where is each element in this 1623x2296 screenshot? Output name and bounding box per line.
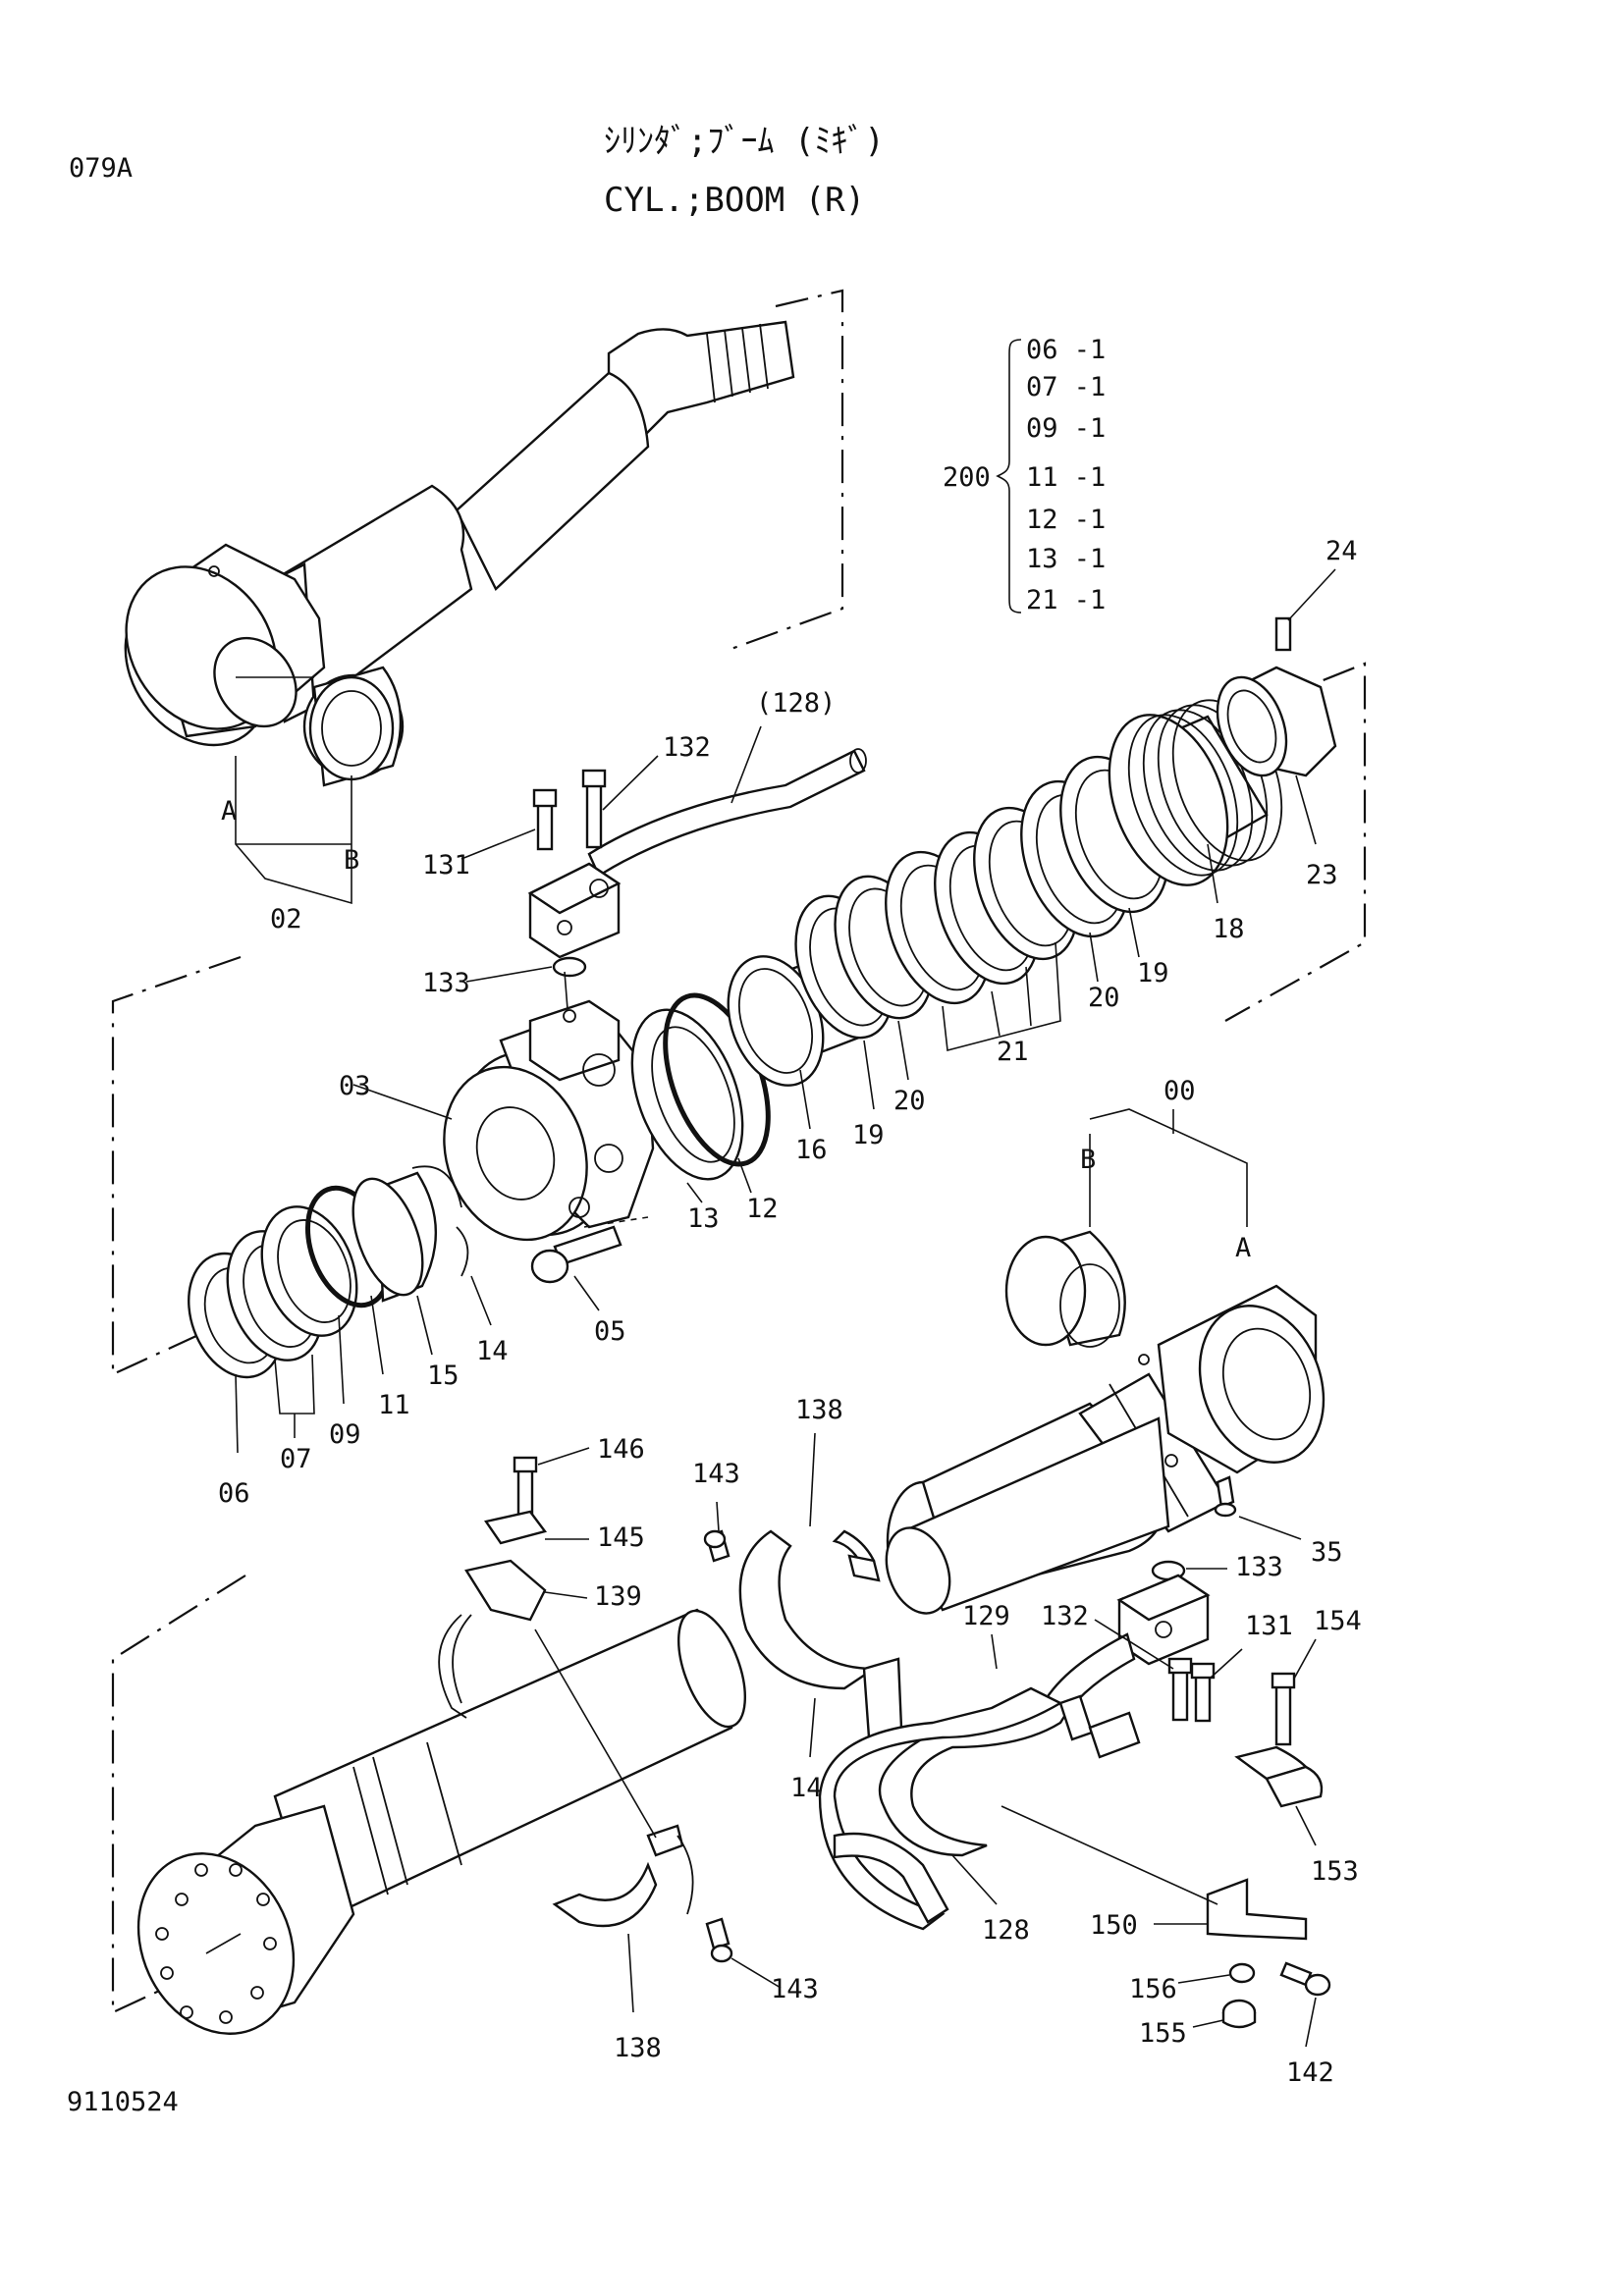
letter-b: B [344,845,359,876]
part-label-20: 20 [1088,983,1120,1013]
part-label-133b: 133 [1235,1552,1283,1582]
clamp-upper-left: 146 145 139 [438,1434,645,1719]
kit-item: 11 -1 [1026,462,1106,493]
part-label-16: 16 [795,1135,828,1165]
piston-18 [1108,699,1283,886]
clamp-upper-middle: 143 138 140 [692,1395,903,1803]
letter-a: A [221,796,237,827]
part-label-128b: 128 [982,1915,1030,1946]
piston-nut-23: 23 [1216,666,1338,890]
upper-oring: 133 [422,956,587,998]
rod-bushing [302,666,405,787]
callout-02: A B 02 [221,756,359,934]
part-label-07: 07 [280,1444,312,1474]
tube-bushing [1004,1230,1126,1348]
part-label-153: 153 [1311,1856,1359,1887]
part-label-142: 142 [1286,2057,1334,2088]
part-label-14: 14 [476,1336,509,1366]
part-label-06: 06 [218,1478,250,1509]
part-label-139: 139 [594,1581,642,1612]
part-label-13: 13 [687,1203,720,1234]
seal-kit-bracket: 200 06 -1 07 -1 09 -1 11 -1 12 -1 13 -1 … [943,335,1106,615]
nut-155: 155 [1139,1999,1257,2049]
part-label-11: 11 [378,1390,410,1420]
kit-item: 12 -1 [1026,505,1106,535]
bracket-150: 150 [1001,1805,1308,1941]
bolt-142: 142 [1279,1961,1334,2088]
part-label-23: 23 [1306,860,1338,890]
part-label-143b: 143 [771,1974,819,2004]
part-label-18: 18 [1213,914,1245,944]
part-label-03: 03 [339,1071,371,1101]
kit-item: 07 -1 [1026,372,1106,402]
kit-item: 13 -1 [1026,544,1106,574]
piston-callouts: 18 19 20 21 19 20 [852,843,1245,1150]
part-label-131b: 131 [1245,1611,1293,1641]
cylinder-head: 03 [339,971,655,1242]
part-label-138: 138 [795,1395,843,1425]
callout-00: 00 B A [1080,1076,1251,1263]
clamp-right: 154 153 [1234,1606,1362,1887]
part-label-146: 146 [597,1434,645,1465]
piston-seals [794,755,1169,1040]
set-screw-24: 24 [1274,536,1358,652]
part-label-155: 155 [1139,2018,1187,2049]
part-label-05: 05 [594,1316,626,1347]
part-label-15: 15 [427,1361,460,1391]
part-label-156: 156 [1129,1974,1177,2004]
head-bolt: 05 [530,1216,649,1347]
part-label-154: 154 [1314,1606,1362,1636]
title-japanese: ｼﾘﾝﾀﾞ;ﾌﾞｰﾑ (ﾐｷﾞ) [604,122,885,161]
barrel-tube-upper [885,1416,1170,1615]
seal-stack-callouts: 06 07 09 11 15 14 [218,1275,509,1509]
part-label-129: 129 [962,1601,1010,1631]
part-label-12: 12 [746,1194,779,1224]
part-label-132: 132 [663,732,711,763]
part-label-143: 143 [692,1459,740,1489]
kit-item: 09 -1 [1026,413,1106,444]
part-label-19: 19 [1137,958,1169,988]
part-label-35: 35 [1311,1537,1343,1568]
upper-bolts: 131 132 [422,732,711,881]
kit-item: 21 -1 [1026,585,1106,615]
part-label-21: 21 [997,1037,1029,1067]
part-label-128: (128) [756,688,836,719]
part-label-138b: 138 [614,2033,662,2063]
part-label-24: 24 [1325,536,1358,566]
clamp-lower-left: 143 138 [534,1629,819,2063]
upper-pipe: (128) [587,688,867,878]
lower-bolts: 132 131 [1041,1601,1293,1723]
kit-number: 200 [943,462,991,493]
letter-b2: B [1080,1145,1096,1175]
part-label-09: 09 [329,1419,361,1450]
cylinder-barrel [136,1608,746,2035]
part-label-145: 145 [597,1522,645,1553]
piston-rod [124,320,795,747]
grease-fitting-35: 35 [1214,1475,1343,1568]
lower-oring: 133 [1151,1552,1283,1582]
part-label-02: 02 [270,904,302,934]
ring-13: 13 [630,1008,744,1234]
part-label-150: 150 [1090,1910,1138,1941]
part-label-19b: 19 [852,1120,885,1150]
seal-stack-left [188,1165,469,1379]
title-english: CYL.;BOOM (R) [604,181,865,220]
lower-flange-block [1116,1574,1211,1666]
letter-a2: A [1235,1233,1251,1263]
part-label-133: 133 [422,968,470,998]
part-label-131: 131 [422,850,470,881]
flange-block [527,862,622,959]
part-label-00: 00 [1163,1076,1196,1106]
part-label-20b: 20 [893,1086,926,1116]
kit-item: 06 -1 [1026,335,1106,365]
lower-pipes: 129 128 [818,1601,1141,1946]
drawing-number: 9110524 [67,2087,179,2117]
washer-156: 156 [1129,1962,1256,2004]
page-code: 079A [69,153,133,184]
part-label-132b: 132 [1041,1601,1089,1631]
